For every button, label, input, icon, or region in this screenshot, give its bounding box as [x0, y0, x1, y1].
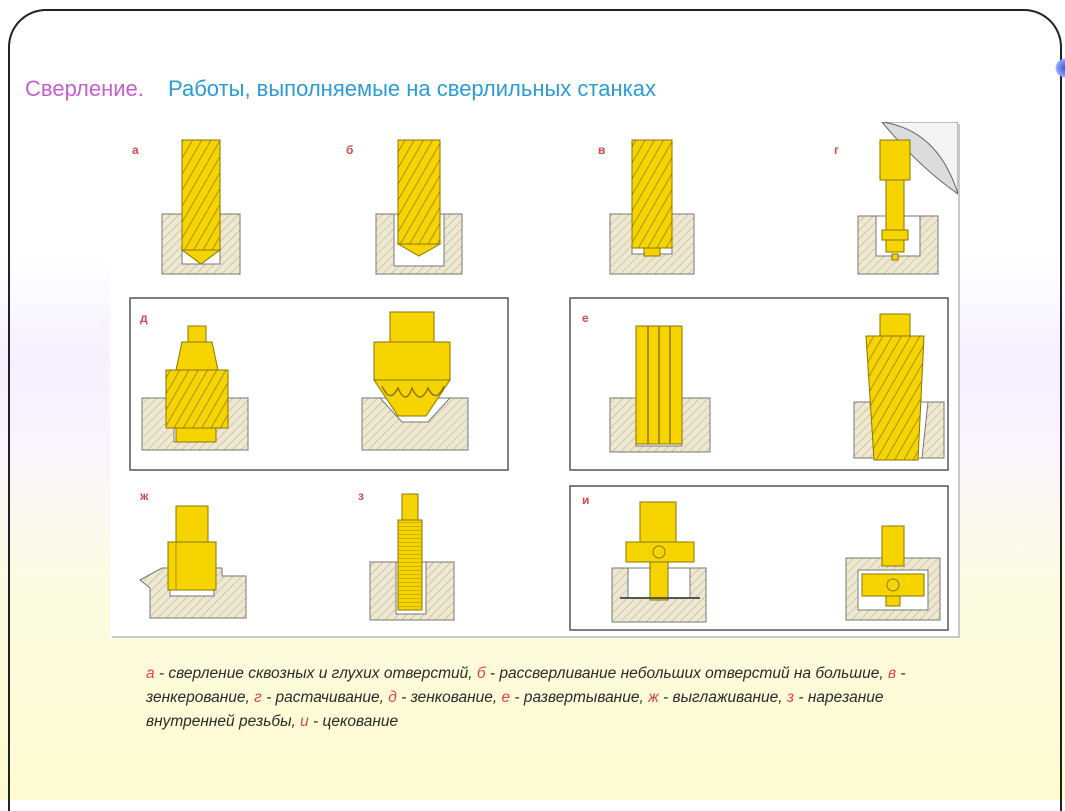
panel-label-e: е: [582, 311, 589, 325]
tool-b: [375, 139, 463, 275]
panel-label-d: д: [140, 311, 148, 325]
corner-decoration: [1055, 58, 1065, 78]
panel-box-i: [569, 485, 949, 631]
caption-letter-i: и: [300, 713, 309, 730]
tool-v: [609, 139, 695, 275]
caption-text-d: - зенкование,: [396, 689, 502, 706]
panel-label-v: в: [598, 143, 605, 157]
tool-d-right: [361, 311, 469, 451]
tool-e-right: [853, 313, 945, 461]
title-part-1: Сверление.: [25, 76, 144, 101]
caption-letter-a: а: [146, 665, 155, 682]
caption-text-a: - сверление сквозных и глухих отверстий,: [154, 665, 477, 682]
tool-g: [857, 139, 939, 275]
panel-label-i: и: [582, 493, 589, 507]
title-part-2: Работы, выполняемые на сверлильных станк…: [168, 76, 656, 101]
caption-letter-d: д: [388, 689, 397, 706]
tool-e-left: [609, 325, 711, 453]
caption-text-v: - зенкерование,: [146, 665, 906, 706]
panel-label-a: а: [132, 143, 139, 157]
tool-i-left: [611, 501, 707, 623]
slide-title: Сверление. Работы, выполняемые на сверли…: [25, 76, 656, 102]
caption-letter-zh: ж: [648, 689, 659, 706]
caption-text-e: - развертывание,: [510, 689, 649, 706]
caption-letter-v: в: [887, 665, 897, 682]
panel-box-d: [129, 297, 509, 471]
caption-letter-b: б: [476, 665, 486, 682]
tool-zh: [139, 505, 247, 619]
caption-letter-g: г: [254, 689, 262, 706]
caption-letter-e: е: [501, 689, 511, 706]
caption-text-zh: - выглаживание,: [658, 689, 787, 706]
panel-box-e: [569, 297, 949, 471]
tool-i-right: [845, 525, 941, 621]
caption-text-b: - рассверливание небольших отверстий на …: [485, 665, 888, 682]
caption-text-i: - цекование: [308, 713, 399, 730]
panel-label-zh: ж: [139, 489, 149, 503]
tool-a: [161, 139, 241, 275]
drilling-operations-figure: а б в г д: [110, 122, 958, 636]
tool-z: [369, 493, 455, 621]
caption-letter-z: з: [786, 689, 795, 706]
figure-caption: а - сверление сквозных и глухих отверсти…: [146, 662, 946, 734]
operations-illustration: а б в г д: [129, 122, 958, 631]
tool-d-left: [141, 325, 249, 451]
panel-label-b: б: [346, 143, 353, 157]
caption-text-g: - растачивание,: [261, 689, 389, 706]
panel-label-g: г: [834, 143, 839, 157]
caption-text-z: - нарезание внутренней резьбы,: [146, 689, 884, 730]
slide-frame: [8, 9, 1062, 811]
panel-label-z: з: [358, 489, 364, 503]
